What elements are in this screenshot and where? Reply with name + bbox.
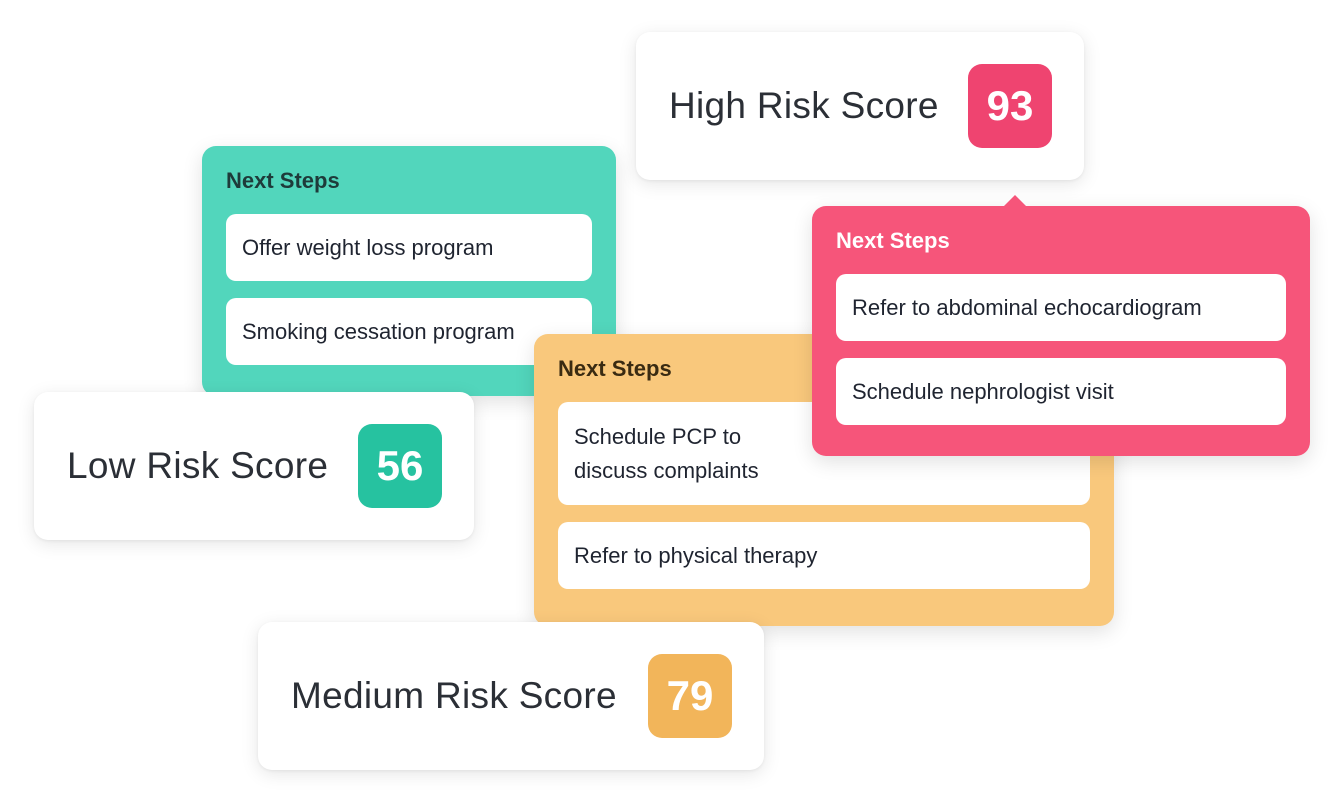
medium-risk-next-steps-title: Next Steps (558, 356, 672, 381)
low-risk-step-item[interactable]: Offer weight loss program (226, 214, 592, 281)
medium-risk-step-item[interactable]: Refer to physical therapy (558, 522, 1090, 589)
high-risk-step-item[interactable]: Schedule nephrologist visit (836, 358, 1286, 425)
high-risk-score-badge: 93 (968, 64, 1052, 148)
low-risk-score-card: Low Risk Score 56 (34, 392, 474, 540)
high-risk-score-card: High Risk Score 93 (636, 32, 1084, 180)
low-risk-score-badge: 56 (358, 424, 442, 508)
high-risk-next-steps-title: Next Steps (836, 228, 950, 253)
high-risk-next-steps-panel: Next Steps Refer to abdominal echocardio… (812, 195, 1310, 456)
low-risk-step-item[interactable]: Smoking cessation program (226, 298, 592, 365)
low-risk-next-steps-panel: Next Steps Offer weight loss program Smo… (202, 146, 616, 407)
high-risk-score-label: High Risk Score (669, 85, 939, 126)
low-risk-next-steps-title: Next Steps (226, 168, 340, 193)
medium-risk-score-card: Medium Risk Score 79 (258, 622, 764, 770)
high-risk-panel-pointer (1003, 195, 1027, 207)
medium-risk-score-badge: 79 (648, 654, 732, 738)
medium-risk-score-label: Medium Risk Score (291, 675, 617, 716)
high-risk-step-item[interactable]: Refer to abdominal echocardiogram (836, 274, 1286, 341)
low-risk-score-label: Low Risk Score (67, 445, 329, 486)
